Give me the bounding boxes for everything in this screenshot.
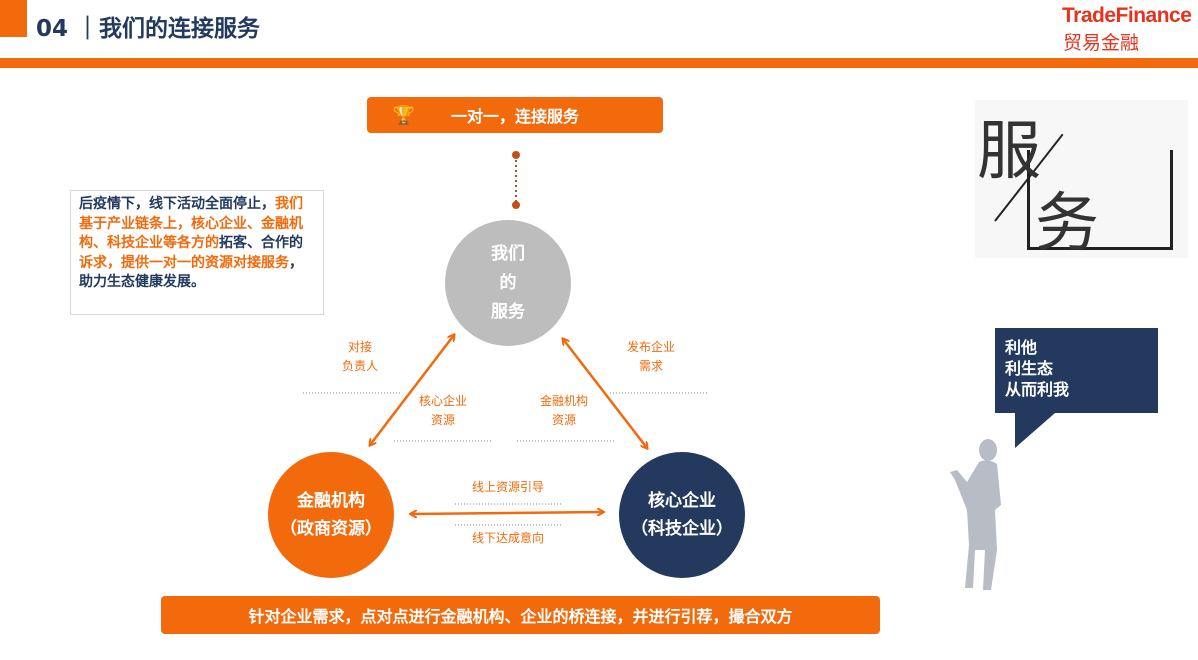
label-online-guide: 线上资源引导: [471, 480, 544, 494]
dotted-underlines: [303, 392, 707, 526]
intro-seg-accent: 诉求，提供一对一的资源对接服务: [79, 254, 289, 271]
arrow-left: [370, 335, 454, 445]
intro-text-box: 后疫情下，线下活动全面停止，我们基于产业链条上，核心企业、金融机构、科技企业等各…: [70, 190, 324, 315]
node-text: 核心企业: [648, 491, 716, 511]
intro-seg: 后疫情下，线下活动全面停止，: [79, 196, 275, 212]
label-right-inner: 金融机构资源: [539, 394, 588, 427]
node-text: 的: [499, 272, 517, 293]
node-text: 服务: [491, 301, 525, 322]
bottom-summary-banner: 针对企业需求，点对点进行金融机构、企业的桥连接，并进行引荐，撮合双方: [161, 596, 880, 634]
arrow-horizontal: [411, 512, 603, 514]
arrow-right: [563, 339, 647, 448]
service-graphic: 服 务: [975, 100, 1188, 261]
node-our-service: 我们的服务: [445, 220, 571, 346]
intro-seg: 拓客、合作的: [219, 235, 303, 251]
intro-seg: ，助力生态健康发展。: [79, 254, 303, 291]
node-financial-institution: 金融机构 （政商资源）: [268, 452, 394, 578]
trophy-icon: 🏆: [392, 104, 416, 126]
header-divider: [0, 58, 1198, 68]
intro-seg-accent: 我们基于产业链条上，核心企业、金融机构、科技企业等各方的: [79, 196, 303, 251]
logo-text-en: TradeFinance: [1062, 4, 1192, 27]
person-silhouette-icon: [950, 413, 1055, 590]
node-core-enterprise: 核心企业 （科技企业）: [619, 452, 745, 578]
node-text: 金融机构: [297, 491, 365, 511]
page-title: 04 ｜我们的连接服务: [36, 16, 261, 42]
header-accent-block: [0, 0, 27, 37]
one-to-one-service-banner: 🏆 一对一，连接服务: [367, 97, 663, 133]
node-text: （科技企业）: [631, 519, 733, 539]
service-char-2: 务: [1035, 187, 1099, 261]
node-text: （政商资源）: [280, 519, 382, 539]
service-char-1: 服: [977, 115, 1041, 189]
label-offline-intent: 线下达成意向: [471, 531, 544, 545]
logo-text-cn: 贸易金融: [1063, 32, 1140, 54]
top-dotted-connector: [512, 151, 520, 209]
speech-bubble: 利他利生态从而利我: [995, 328, 1158, 413]
label-left-outer: 对接负责人: [341, 340, 378, 373]
label-right-outer: 发布企业需求: [626, 340, 675, 373]
label-left-inner: 核心企业资源: [418, 394, 467, 427]
banner-label: 一对一，连接服务: [451, 107, 580, 126]
node-text: 我们: [491, 243, 525, 264]
